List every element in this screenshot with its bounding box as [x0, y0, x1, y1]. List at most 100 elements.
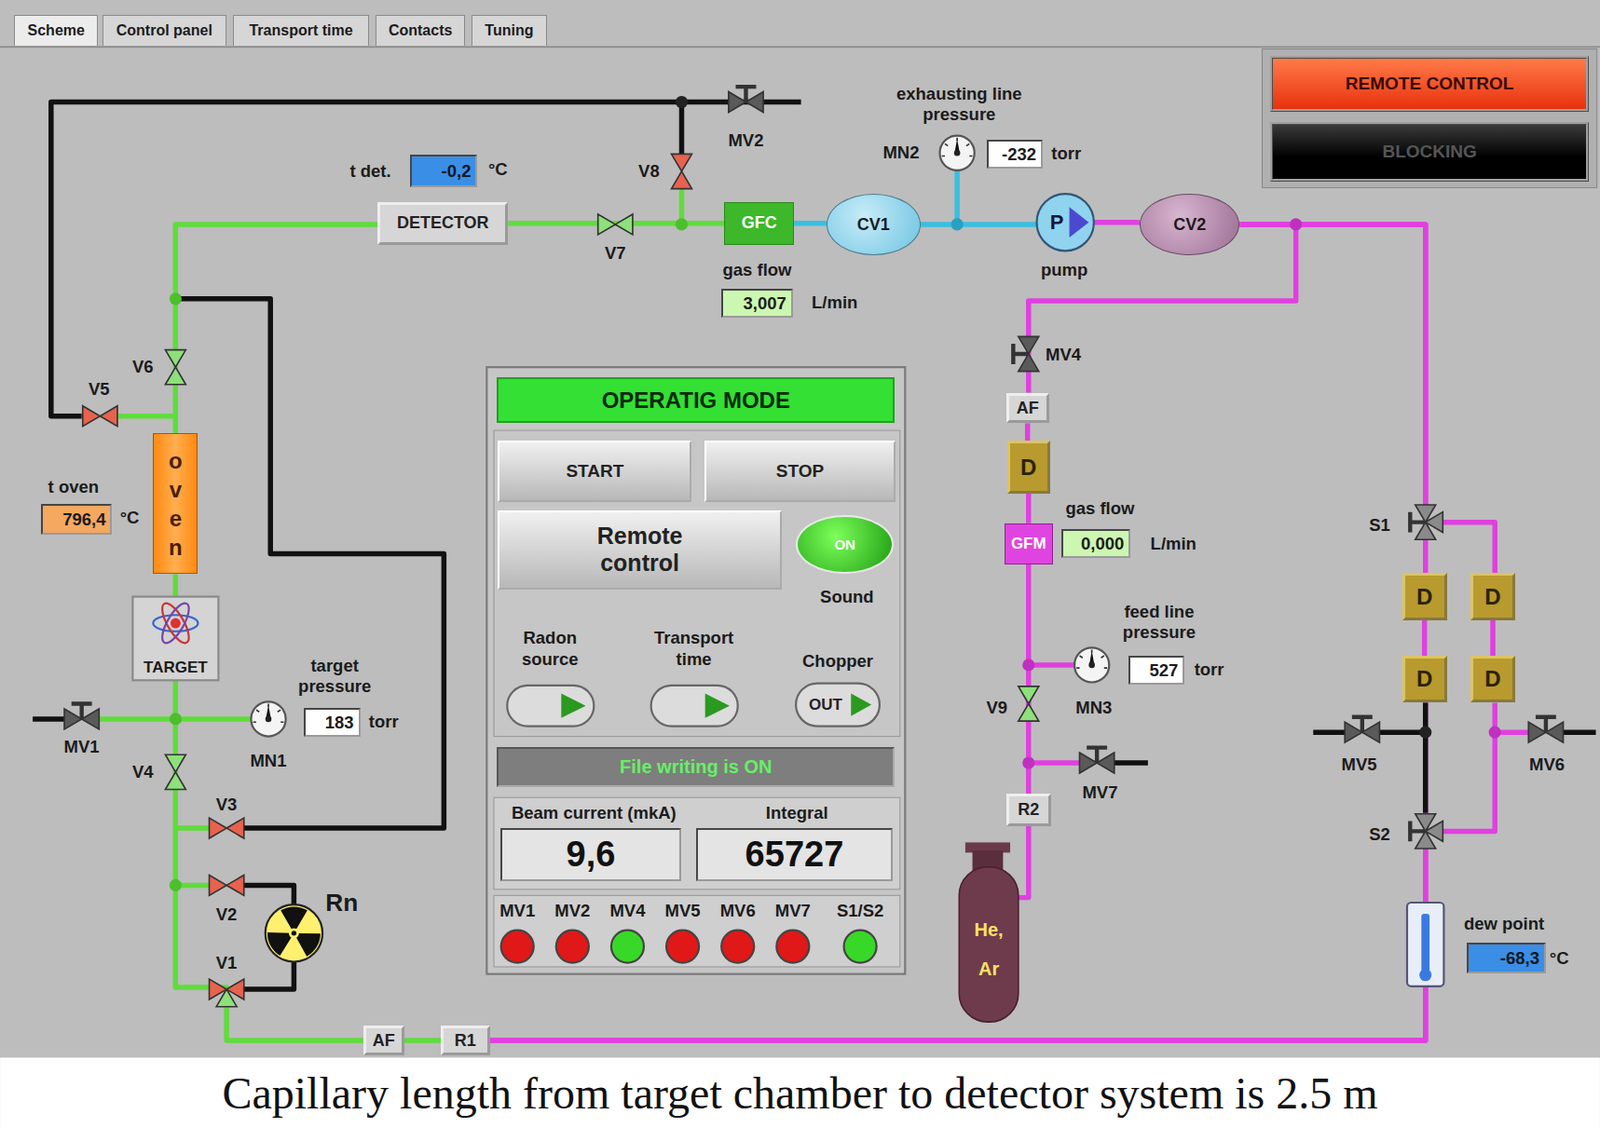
junction-dot — [675, 95, 688, 109]
tab-button: Contacts — [375, 14, 465, 46]
component-box: AF — [1006, 393, 1050, 424]
node-text: 527 — [1148, 660, 1178, 681]
vent-wire — [1563, 729, 1597, 735]
scheme-label: S1/S2 — [836, 901, 884, 922]
scheme-label: Chopper — [802, 650, 874, 671]
node-text: 3,007 — [743, 293, 787, 314]
scheme-label: Transport time — [637, 628, 750, 670]
scheme-label: target pressure — [278, 656, 391, 698]
chopper-toggle: OUT — [795, 683, 880, 727]
pipe-connector — [175, 224, 378, 434]
indicator-light — [501, 930, 534, 964]
value-display: -232 — [986, 139, 1043, 169]
pipe-stub — [175, 825, 209, 831]
indicator-lights — [501, 930, 877, 964]
pipe-connector — [490, 702, 1496, 1040]
component-box: R2 — [1006, 793, 1052, 827]
toggle-triangle — [850, 694, 872, 717]
node-text: OUT — [808, 696, 843, 715]
node-text: -0,2 — [441, 161, 472, 181]
indicator-light — [721, 930, 754, 964]
junction-dot — [1489, 726, 1502, 739]
node-text: D — [1484, 666, 1501, 693]
scheme-label: Rn — [325, 888, 358, 919]
junction-dot — [169, 292, 182, 305]
panel-button: STOP — [704, 440, 897, 503]
thermometer-frame — [1407, 902, 1444, 987]
component-box: R1 — [440, 1025, 491, 1057]
pipe-connector — [1239, 224, 1425, 574]
node-text: D — [1416, 584, 1433, 611]
vent-wire — [1114, 760, 1149, 766]
scheme-label: MV6 — [1529, 754, 1565, 776]
node-text: 796,4 — [62, 509, 106, 530]
indicator-light — [611, 930, 644, 964]
scheme-label: V9 — [986, 697, 1009, 719]
node-text: GFM — [1011, 534, 1047, 554]
valve-symbol — [164, 350, 186, 385]
node-text: -232 — [1001, 144, 1037, 165]
node-text: Transport time — [248, 22, 353, 40]
valve-symbol — [64, 709, 99, 730]
valve-symbol — [164, 754, 186, 790]
scheme-label: L/min — [1150, 533, 1197, 555]
node-text: GFC — [741, 213, 778, 233]
scheme-label: V5 — [88, 379, 110, 400]
readout-box: 65727 — [696, 828, 893, 882]
valve-symbol — [1425, 820, 1444, 842]
scheme-label: V7 — [604, 242, 627, 263]
pipe-stub — [118, 413, 176, 419]
value-display: 0,000 — [1061, 529, 1131, 559]
radon-center — [288, 928, 300, 939]
scheme-label: MV5 — [1341, 754, 1378, 776]
scheme-label: MV4 — [1045, 344, 1081, 366]
valve-symbol — [209, 818, 245, 839]
node-text: CV1 — [857, 215, 890, 235]
scheme-label: torr — [1194, 659, 1225, 681]
pipe-connector — [1025, 493, 1031, 524]
atom-orbit — [157, 600, 194, 647]
scheme-label: MN1 — [249, 751, 287, 772]
scheme-label: MV2 — [554, 901, 590, 922]
vessel: CV2 — [1139, 193, 1240, 256]
scheme-label: MV1 — [64, 736, 100, 757]
value-display: 527 — [1128, 656, 1185, 685]
junction-dot — [1022, 658, 1035, 671]
pipe-connector — [1094, 219, 1140, 225]
node-text: START — [565, 461, 624, 482]
gauge-stub — [954, 170, 959, 225]
indicator-light — [666, 930, 699, 964]
node-text: Tuning — [484, 22, 534, 40]
scheme-label: MV1 — [499, 901, 535, 922]
value-display: 183 — [303, 708, 360, 738]
scheme-label: °C — [120, 507, 140, 529]
node-text: D — [1416, 666, 1433, 693]
panel-toggles — [506, 683, 880, 727]
panel-button: START — [497, 440, 692, 503]
node-text: STOP — [776, 461, 824, 482]
status-bar: File writing is ON — [496, 747, 895, 789]
dryer-box: D — [1470, 573, 1516, 620]
lights-frame — [493, 895, 901, 968]
thermometer-bar — [1421, 914, 1430, 974]
pressure-gauge — [1074, 647, 1109, 683]
source-wire — [244, 885, 295, 905]
bypass-wire — [1422, 702, 1428, 813]
junction-dot — [675, 218, 688, 231]
scheme-label: Beam current (mkA) — [511, 803, 677, 824]
value-display: 3,007 — [721, 288, 794, 318]
scheme-label: MN3 — [1075, 697, 1112, 719]
junction-dot — [951, 218, 964, 231]
radon-center — [291, 930, 297, 936]
mode-heading: OPERATIG MODE — [496, 377, 895, 424]
scheme-label: feed line pressure — [1097, 601, 1220, 643]
node-text: BLOCKING — [1381, 141, 1477, 163]
vent-wire — [32, 716, 65, 722]
gas-flow-controller: GFC — [724, 202, 794, 246]
scheme-label: V3 — [216, 794, 238, 816]
pipe-connector — [793, 220, 827, 226]
node-text: D — [1484, 584, 1501, 611]
cylinder-body — [958, 867, 1019, 1023]
pump-triangle — [1069, 206, 1090, 238]
